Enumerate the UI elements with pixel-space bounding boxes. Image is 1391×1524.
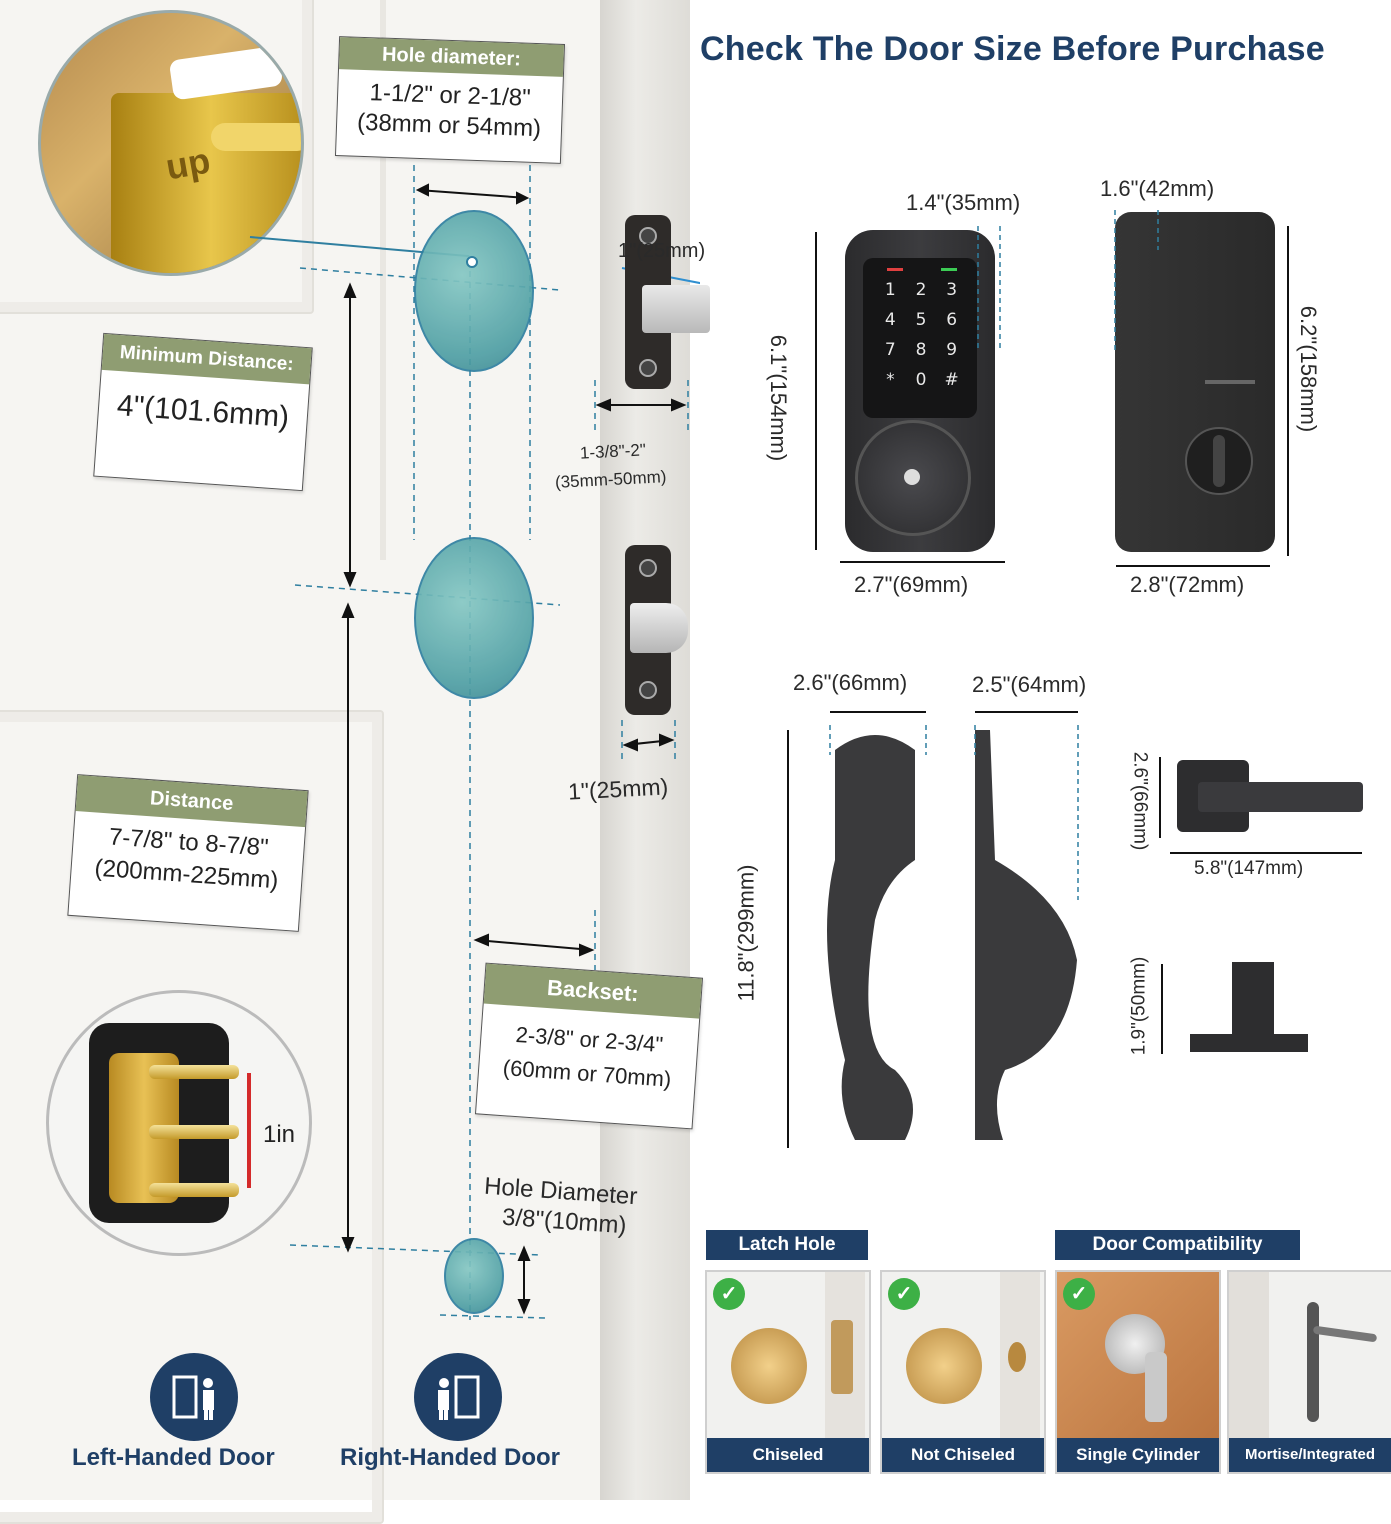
screw-icon — [639, 681, 657, 699]
bore-center-dot — [466, 256, 478, 268]
interior-unit — [1115, 212, 1275, 552]
keypad-key[interactable]: 0 — [915, 370, 927, 390]
lever-handle — [1198, 782, 1363, 812]
right-handed-door-label: Right-Handed Door — [340, 1444, 560, 1471]
screw-icon — [639, 559, 657, 577]
door-stile — [380, 0, 386, 560]
interior-height-dim: 6.2"(158mm) — [1296, 305, 1322, 433]
minimum-distance-card: Minimum Distance: 4"(101.6mm) — [93, 332, 313, 492]
interior-indicator — [1205, 380, 1255, 384]
door-compat-tag: Door Compatibility — [1055, 1230, 1300, 1260]
latch-photo-chiseled: ✓ Chiseled — [705, 1270, 871, 1474]
keypad-key[interactable]: 5 — [915, 310, 927, 330]
knob-spindle — [1232, 962, 1274, 1038]
left-handed-door-label: Left-Handed Door — [72, 1444, 275, 1471]
keypad-key[interactable]: 8 — [915, 340, 927, 360]
strike-plate-zoom-circle: up — [38, 10, 304, 276]
screw-icon — [639, 227, 657, 245]
mortise-plate — [1307, 1302, 1319, 1422]
latch-caption-0: Chiseled — [707, 1438, 869, 1472]
plate-slot — [211, 123, 301, 151]
compat-caption-1: Mortise/Integrated — [1229, 1438, 1391, 1472]
minimum-distance-value: 4"(101.6mm) — [115, 389, 291, 434]
pin-spacing-arrow — [247, 1073, 251, 1188]
small-thru-hole — [444, 1238, 504, 1314]
edge-width-dim-line1: 1-3/8"-2" — [579, 440, 647, 463]
status-led-green — [941, 268, 957, 271]
bore-hole-photo — [906, 1328, 982, 1404]
handle-drawings — [827, 730, 1077, 1140]
pin-spacing-label: 1in — [263, 1121, 296, 1148]
keypad-key[interactable]: 9 — [946, 340, 958, 360]
mounting-pins-zoom-circle: 1in — [46, 990, 312, 1256]
backset-card: Backset: 2-3/8" or 2-3/4" (60mm or 70mm) — [474, 962, 704, 1130]
compat-photo-mortise: ✕ Mortise/Integrated — [1227, 1270, 1391, 1474]
latch-photo-not-chiseled: ✓ Not Chiseled — [880, 1270, 1046, 1474]
keyed-cylinder — [855, 420, 971, 536]
latch-width-dim: 1"(25mm) — [567, 773, 669, 805]
distance-card: Distance 7-7/8" to 8-7/8" (200mm-225mm) — [67, 774, 309, 932]
product-dimension-lines — [787, 210, 1362, 1148]
chiseled-mortise — [831, 1320, 853, 1394]
keypad-height-dim: 6.1"(154mm) — [766, 334, 792, 462]
keypad-width-dim: 2.7"(69mm) — [854, 572, 969, 597]
edge-bore — [1008, 1342, 1026, 1372]
strike-edge-dim: 1"(25mm) — [618, 240, 706, 262]
deadbolt-bore-hole — [414, 210, 534, 372]
door-frame-photo — [1229, 1272, 1269, 1442]
compat-photo-single-cylinder: ✓ Single Cylinder — [1055, 1270, 1221, 1474]
keypad-key[interactable]: 3 — [946, 280, 958, 300]
thumb-turn-knob — [1213, 435, 1225, 487]
thumb-turn-icon — [1185, 427, 1253, 495]
handle-side-width-dim: 2.5"(64mm) — [972, 672, 1087, 697]
door-panel-top — [0, 0, 314, 314]
keypad-key[interactable]: 1 — [884, 280, 896, 300]
keypad-key[interactable]: 4 — [884, 310, 896, 330]
interior-depth-dim: 1.6"(42mm) — [1100, 176, 1215, 201]
latch-bolt — [630, 603, 688, 653]
handle-height-dim: 11.8"(299mm) — [733, 864, 759, 1002]
mounting-pin — [149, 1183, 239, 1197]
keypad-key[interactable]: 2 — [915, 280, 927, 300]
check-icon: ✓ — [1063, 1278, 1095, 1310]
right-handed-door-icon — [414, 1353, 502, 1441]
check-icon: ✓ — [713, 1278, 745, 1310]
keypad-depth-dim: 1.4"(35mm) — [906, 190, 1021, 215]
handle-bore-hole — [414, 537, 534, 699]
interior-width-dim: 2.8"(72mm) — [1130, 572, 1245, 597]
compat-caption-0: Single Cylinder — [1057, 1438, 1219, 1472]
latch-hole-tag: Latch Hole — [706, 1230, 868, 1260]
lever-height-dim: 2.6"(66mm) — [1129, 751, 1151, 851]
screw-icon — [639, 359, 657, 377]
mounting-pin — [149, 1125, 239, 1139]
deadbolt-bolt — [642, 285, 710, 333]
mounting-pin — [149, 1065, 239, 1079]
keypad-key[interactable]: * — [886, 370, 895, 390]
knob-height-dim: 1.9"(50mm) — [1128, 956, 1150, 1056]
keypad-key[interactable]: # — [944, 370, 959, 390]
keyhole-icon — [904, 469, 920, 485]
keypad-key[interactable]: 7 — [884, 340, 896, 360]
handle-front-width-dim: 2.6"(66mm) — [793, 670, 908, 695]
lever-width-dim: 5.8"(147mm) — [1194, 858, 1304, 879]
keypad-key[interactable]: 6 — [946, 310, 958, 330]
mortise-lever — [1312, 1325, 1378, 1343]
bore-hole-photo — [731, 1328, 807, 1404]
left-handed-door-icon — [150, 1353, 238, 1441]
latch-caption-1: Not Chiseled — [882, 1438, 1044, 1472]
status-led-red — [887, 268, 903, 271]
key-icon — [1145, 1352, 1167, 1422]
page-title: Check The Door Size Before Purchase — [700, 30, 1325, 68]
door-guide-lines — [289, 165, 700, 1320]
check-icon: ✓ — [888, 1278, 920, 1310]
knob-base — [1190, 1034, 1308, 1052]
